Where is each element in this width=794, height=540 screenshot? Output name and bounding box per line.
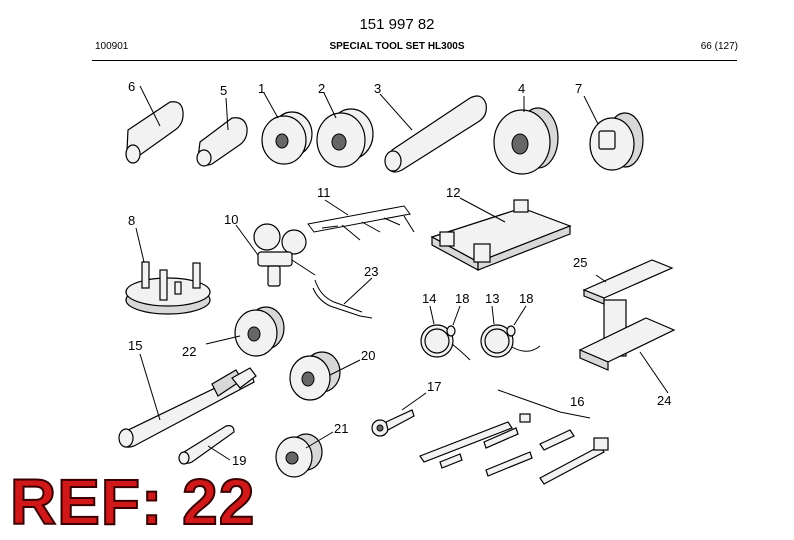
part-21: 21 (275, 421, 348, 478)
callout-16: 16 (570, 394, 584, 409)
part-7: 7 (575, 81, 644, 171)
part-12: 12 (430, 185, 572, 272)
callout-24: 24 (657, 393, 671, 408)
callout-18-right: 18 (519, 291, 533, 306)
part-5: 5 (196, 83, 248, 167)
document-code: 100901 (95, 41, 129, 52)
part-23: 23 (312, 264, 378, 319)
callout-23: 23 (364, 264, 378, 279)
part-25: 25 (573, 255, 674, 305)
callout-7: 7 (575, 81, 582, 96)
part-20: 20 (289, 348, 375, 401)
callout-10: 10 (224, 212, 238, 227)
part-11: 11 (307, 185, 415, 241)
callout-20: 20 (361, 348, 375, 363)
part-6: 6 (125, 79, 184, 164)
document-number: 151 997 82 (359, 16, 435, 33)
callout-5: 5 (220, 83, 227, 98)
part-16: 16 (419, 389, 609, 485)
callout-14: 14 (422, 291, 436, 306)
part-13: 13 (480, 291, 541, 358)
page-number: 66 (127) (700, 41, 738, 52)
part-1: 1 (258, 81, 313, 165)
part-17: 17 (371, 379, 441, 437)
callout-21: 21 (334, 421, 348, 436)
callout-11: 11 (317, 185, 331, 200)
callout-4: 4 (518, 81, 525, 96)
callout-2: 2 (318, 81, 325, 96)
callout-22: 22 (182, 344, 196, 359)
callout-19: 19 (232, 453, 246, 468)
callout-15: 15 (128, 338, 142, 353)
part-10: 10 (224, 212, 316, 287)
part-19: 19 (178, 425, 246, 468)
part-14: 14 (420, 291, 471, 361)
callout-3: 3 (374, 81, 381, 96)
callout-12: 12 (446, 185, 460, 200)
part-2: 2 (316, 81, 374, 168)
callout-8: 8 (128, 213, 135, 228)
part-22: 22 (182, 306, 285, 359)
header-rule (92, 60, 737, 61)
part-15: 15 (118, 338, 257, 448)
page-title: SPECIAL TOOL SET HL300S (329, 41, 465, 52)
callout-17: 17 (427, 379, 441, 394)
callout-6: 6 (128, 79, 135, 94)
callout-13: 13 (485, 291, 499, 306)
part-3: 3 (374, 81, 487, 173)
reference-stamp: REF: 22 (9, 466, 256, 538)
part-18-right: 18 (506, 291, 533, 337)
callout-18-left: 18 (455, 291, 469, 306)
part-8: 8 (125, 213, 211, 315)
part-18-left: 18 (446, 291, 469, 337)
callout-25: 25 (573, 255, 587, 270)
callout-1: 1 (258, 81, 265, 96)
part-4: 4 (493, 81, 559, 175)
part-24: 24 (578, 299, 676, 408)
